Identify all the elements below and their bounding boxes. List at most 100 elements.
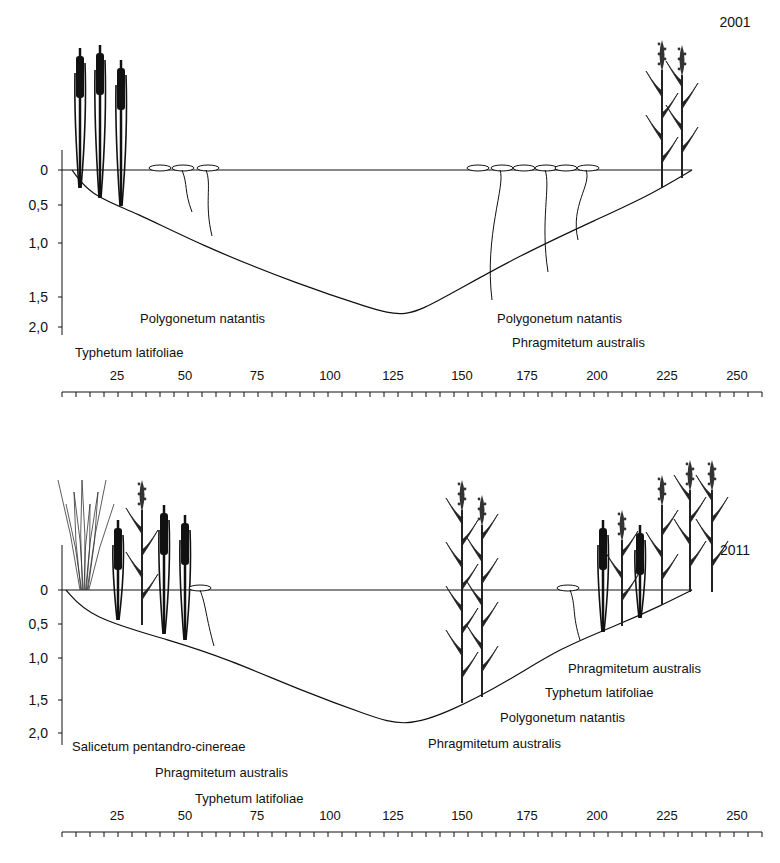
community-label: Polygonetum natantis xyxy=(140,312,265,325)
axis-line xyxy=(58,297,62,298)
axis-line xyxy=(412,832,413,837)
axis-line xyxy=(104,832,105,837)
floating-leaf-symbol xyxy=(189,585,214,646)
typha-symbol xyxy=(180,515,191,640)
axis-line xyxy=(342,392,343,397)
axis-line xyxy=(188,832,189,837)
axis-line xyxy=(748,392,749,397)
axis-line xyxy=(58,624,62,625)
floating-leaf-symbol xyxy=(149,165,219,236)
axis-line xyxy=(580,832,581,837)
axis-line xyxy=(258,392,259,397)
axis-line xyxy=(538,392,539,397)
lake-profile xyxy=(66,590,692,723)
axis-line xyxy=(566,392,567,397)
axis-line xyxy=(286,392,287,397)
axis-line xyxy=(216,832,217,837)
axis-line xyxy=(468,392,469,397)
axis-line xyxy=(566,832,567,837)
community-label: Phragmitetum australis xyxy=(155,766,288,779)
axis-line xyxy=(146,392,147,397)
axis-line xyxy=(664,832,665,837)
community-label: Typhetum latifoliae xyxy=(545,686,653,699)
axis-line xyxy=(272,832,273,837)
axis-line xyxy=(62,545,63,745)
distance-tick: 150 xyxy=(451,369,473,382)
axis-line xyxy=(538,832,539,837)
axis-line xyxy=(314,832,315,837)
distance-tick: 125 xyxy=(382,809,404,822)
distance-tick: 100 xyxy=(319,809,341,822)
typha-symbol xyxy=(159,505,170,634)
year-label: 2011 xyxy=(720,543,750,557)
axis-line xyxy=(496,392,497,397)
axis-line xyxy=(692,392,693,397)
axis-line xyxy=(594,832,595,837)
typha-symbol xyxy=(598,520,609,632)
distance-tick: 25 xyxy=(110,809,124,822)
depth-label: 2,0 xyxy=(29,726,48,740)
reed-symbol xyxy=(126,480,158,625)
axis-line xyxy=(734,392,735,397)
axis-line xyxy=(720,832,721,837)
axis-line xyxy=(230,392,231,397)
axis-line xyxy=(202,832,203,837)
axis-line xyxy=(258,832,259,837)
axis-line xyxy=(580,392,581,397)
axis-line xyxy=(160,392,161,397)
distance-tick: 200 xyxy=(586,369,608,382)
axis-line xyxy=(608,832,609,837)
community-label: Phragmitetum australis xyxy=(428,737,561,750)
axis-line xyxy=(398,832,399,837)
axis-line xyxy=(118,832,119,837)
axis-line xyxy=(748,832,749,837)
axis-line xyxy=(412,392,413,397)
depth-label: 0,5 xyxy=(29,617,48,631)
axis-line xyxy=(188,392,189,397)
distance-tick: 75 xyxy=(250,809,264,822)
willow-symbol xyxy=(58,480,114,590)
axis-line xyxy=(440,392,441,397)
distance-tick: 225 xyxy=(656,809,678,822)
axis-line xyxy=(762,392,763,397)
axis-line xyxy=(90,832,91,837)
axis-line xyxy=(342,832,343,837)
distance-tick: 225 xyxy=(656,369,678,382)
axis-line xyxy=(496,832,497,837)
axis-line xyxy=(426,832,427,837)
axis-line xyxy=(76,392,77,397)
depth-label: 1,5 xyxy=(29,290,48,304)
reed-symbol xyxy=(696,460,728,592)
distance-tick: 175 xyxy=(516,369,538,382)
axis-line xyxy=(328,392,329,397)
axis-line xyxy=(58,658,62,659)
floating-leaf-symbol xyxy=(467,165,599,300)
axis-line xyxy=(762,832,763,837)
distance-tick: 75 xyxy=(250,369,264,382)
axis-line xyxy=(62,392,63,397)
axis-line xyxy=(734,832,735,837)
axis-line xyxy=(524,832,525,837)
axis-line xyxy=(510,832,511,837)
axis-line xyxy=(300,392,301,397)
axis-line xyxy=(678,832,679,837)
axis-line xyxy=(720,392,721,397)
distance-tick: 250 xyxy=(726,369,748,382)
axis-line xyxy=(594,392,595,397)
axis-line xyxy=(356,832,357,837)
reed-symbol xyxy=(674,460,706,592)
axis-line xyxy=(622,392,623,397)
axis-line xyxy=(524,392,525,397)
axis-line xyxy=(174,392,175,397)
axis-line xyxy=(62,589,692,590)
axis-line xyxy=(146,832,147,837)
axis-line xyxy=(160,832,161,837)
axis-line xyxy=(90,392,91,397)
axis-line xyxy=(692,832,693,837)
year-label: 2001 xyxy=(719,15,750,29)
axis-line xyxy=(678,392,679,397)
axis-line xyxy=(118,392,119,397)
axis-line xyxy=(58,205,62,206)
depth-label: 1,0 xyxy=(29,236,48,250)
